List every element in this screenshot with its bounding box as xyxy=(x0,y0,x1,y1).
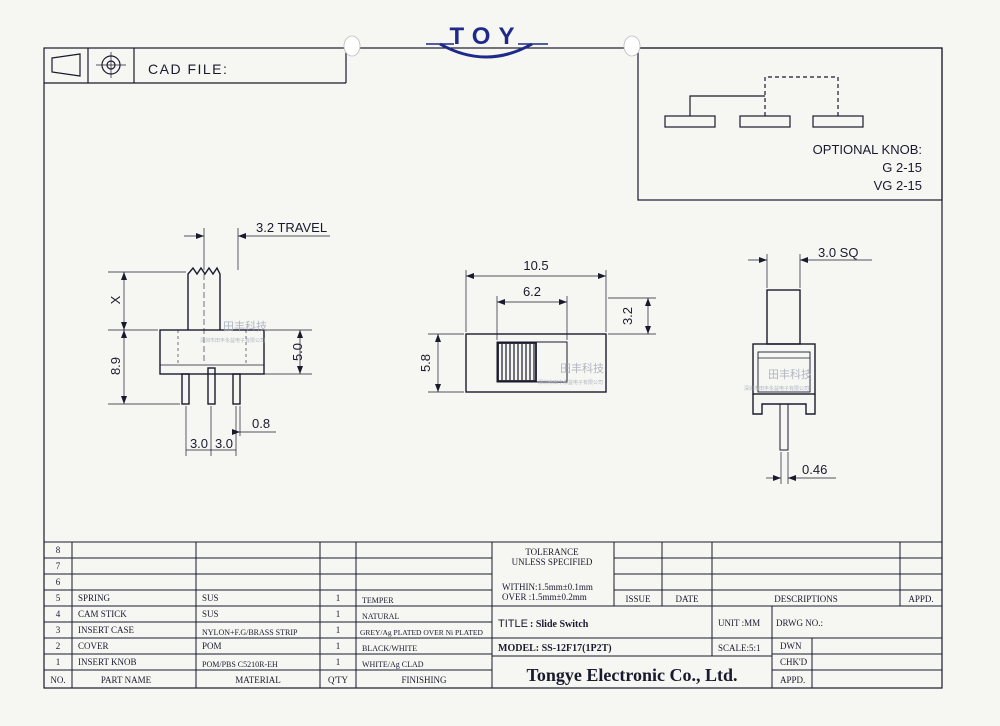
dim-5-0: 5.0 xyxy=(290,343,305,361)
watermark: 田丰科技 深圳市田丰永益电子有限公司 田丰科技 深圳市田丰永益电子有限公司 田丰… xyxy=(200,319,812,392)
watermark-sub-3: 深圳市田丰永益电子有限公司 xyxy=(744,385,809,392)
dim-3-2: 3.2 xyxy=(620,307,635,325)
dim-8-9: 8.9 xyxy=(108,357,123,375)
optional-knob-title: OPTIONAL KNOB: xyxy=(813,142,922,157)
company-name: Tongye Electronic Co., Ltd. xyxy=(526,665,737,685)
row-2-no: 2 xyxy=(56,641,61,651)
title-value: : Slide Switch xyxy=(530,619,589,630)
row-1-no: 1 xyxy=(56,657,61,667)
top-view xyxy=(428,270,656,393)
row-7-no: 7 xyxy=(56,561,61,571)
header-part: PART NAME xyxy=(101,675,152,685)
end-view xyxy=(748,254,872,484)
dim-3-0-sq: 3.0 SQ xyxy=(818,245,858,260)
watermark-name: 田丰科技 xyxy=(223,319,267,333)
dim-5-8: 5.8 xyxy=(418,354,433,372)
row-5-finishing: TEMPER xyxy=(362,596,394,605)
watermark-sub: 深圳市田丰永益电子有限公司 xyxy=(200,337,265,344)
unit-label: UNIT :MM xyxy=(718,618,760,628)
tolerance-sub: UNLESS SPECIFIED xyxy=(512,557,593,567)
issue-header: ISSUE xyxy=(625,594,651,604)
watermark-name-3: 田丰科技 xyxy=(768,367,812,381)
sheet-frame xyxy=(43,47,943,689)
appd-header: APPD. xyxy=(908,594,933,604)
appd-label: APPD. xyxy=(780,675,805,685)
dwn-label: DWN xyxy=(780,641,802,651)
row-4-part: CAM STICK xyxy=(78,609,127,619)
header-no: NO. xyxy=(50,675,65,685)
toy-logo xyxy=(426,42,548,59)
cad-file-label: CAD FILE: xyxy=(148,61,228,77)
dim-6-2: 6.2 xyxy=(523,284,541,299)
watermark-sub-2: 深圳市田丰永益电子有限公司 xyxy=(538,379,603,386)
row-8-no: 8 xyxy=(56,545,61,555)
optional-knob-box xyxy=(637,47,943,201)
row-2-material: POM xyxy=(202,641,222,651)
tolerance-within: WITHIN:1.5mm±0.1mm xyxy=(502,582,593,592)
row-5-qty: 1 xyxy=(336,593,341,603)
dim-pin-b: 3.0 xyxy=(215,436,233,451)
dim-pin-a: 3.0 xyxy=(190,436,208,451)
row-4-material: SUS xyxy=(202,609,219,619)
header-qty: Q'TY xyxy=(328,675,349,685)
row-1-part: INSERT KNOB xyxy=(78,657,137,667)
dim-pin-w: 0.8 xyxy=(252,416,270,431)
scale-label: SCALE:5:1 xyxy=(718,643,761,653)
row-2-finishing: BLACK/WHITE xyxy=(362,644,417,653)
tolerance-over: OVER :1.5mm±0.2mm xyxy=(502,592,587,602)
dim-travel: 3.2 TRAVEL xyxy=(256,220,327,235)
row-4-qty: 1 xyxy=(336,609,341,619)
row-5-material: SUS xyxy=(202,593,219,603)
projection-symbol-icon xyxy=(51,52,126,78)
row-3-qty: 1 xyxy=(336,625,341,635)
header-material: MATERIAL xyxy=(235,675,281,685)
date-header: DATE xyxy=(676,594,699,604)
row-1-qty: 1 xyxy=(336,657,341,667)
row-4-no: 4 xyxy=(56,609,61,619)
row-3-finishing: GREY/Ag PLATED OVER Ni PLATED xyxy=(360,628,483,637)
brand-logo-text: TOY xyxy=(450,23,523,50)
row-1-material: POM/PBS C5210R-EH xyxy=(202,660,278,669)
dim-10-5: 10.5 xyxy=(523,258,548,273)
row-5-no: 5 xyxy=(56,593,61,603)
row-6-no: 6 xyxy=(56,577,61,587)
model-label: MODEL: SS-12F17(1P2T) xyxy=(498,643,612,654)
row-3-material: NYLON+F.G/BRASS STRIP xyxy=(202,628,298,637)
title-label: TITLE xyxy=(498,618,528,630)
tolerance-title: TOLERANCE xyxy=(525,547,579,557)
row-2-qty: 1 xyxy=(336,641,341,651)
header-finishing: FINISHING xyxy=(402,675,448,685)
descriptions-header: DESCRIPTIONS xyxy=(774,594,838,604)
row-1-finishing: WHITE/Ag CLAD xyxy=(362,660,424,669)
row-3-no: 3 xyxy=(56,625,61,635)
dim-0-46: 0.46 xyxy=(802,462,827,477)
row-5-part: SPRING xyxy=(78,593,111,603)
optional-knob-g: G 2-15 xyxy=(882,160,922,175)
row-3-part: INSERT CASE xyxy=(78,625,135,635)
watermark-name-2: 田丰科技 xyxy=(560,361,604,375)
chkd-label: CHK'D xyxy=(780,657,808,667)
drwg-label: DRWG NO.: xyxy=(776,618,823,628)
knob-schematic xyxy=(664,76,864,128)
row-2-part: COVER xyxy=(78,641,109,651)
optional-knob-vg: VG 2-15 xyxy=(874,178,922,193)
row-4-finishing: NATURAL xyxy=(362,612,399,621)
bottom-table-grid xyxy=(44,541,942,688)
dim-x: X xyxy=(108,295,123,304)
